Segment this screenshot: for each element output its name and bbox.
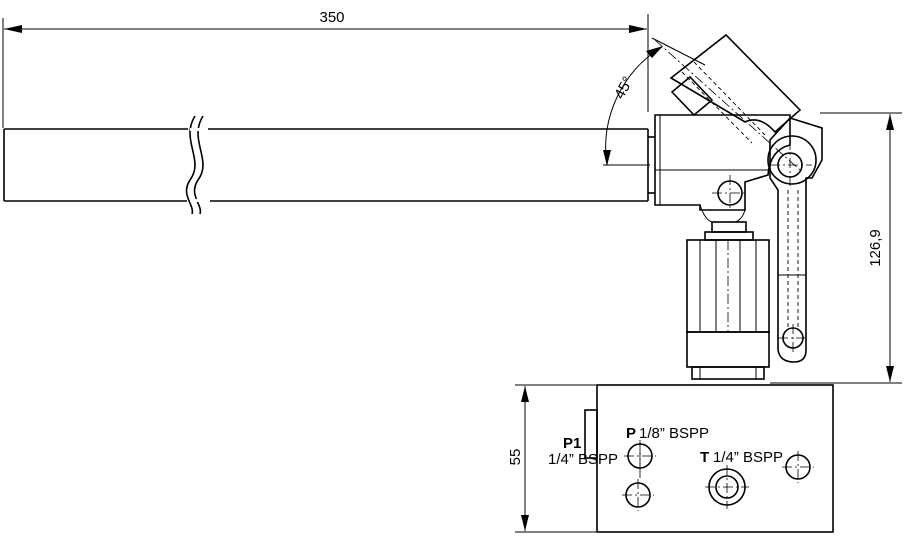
port-labels: P1 1/4” BSPP P 1/8” BSPP T 1/4” BSPP — [548, 425, 783, 468]
pump-head — [654, 33, 823, 363]
port-p1-thread: 1/4” BSPP — [548, 451, 618, 468]
angle-dimension: 45° — [603, 37, 706, 166]
block-height-dimension-text: 55 — [507, 449, 524, 466]
angle-dimension-text: 45° — [611, 74, 637, 102]
length-dimension: 350 — [2, 9, 649, 128]
port-p-thread: 1/8” BSPP — [639, 425, 709, 442]
manifold-block — [584, 384, 834, 533]
port-p-label: P — [626, 425, 636, 442]
height-dimension-text: 126,9 — [867, 229, 884, 267]
port-t-thread: 1/4” BSPP — [713, 449, 783, 466]
block-height-dimension: 55 — [507, 384, 596, 533]
port-p1-label: P1 — [563, 435, 581, 452]
pump-body — [686, 239, 770, 380]
length-dimension-text: 350 — [319, 9, 344, 26]
height-dimension: 126,9 — [770, 112, 902, 384]
port-t-label: T — [700, 449, 709, 466]
handle-lever — [3, 115, 655, 215]
